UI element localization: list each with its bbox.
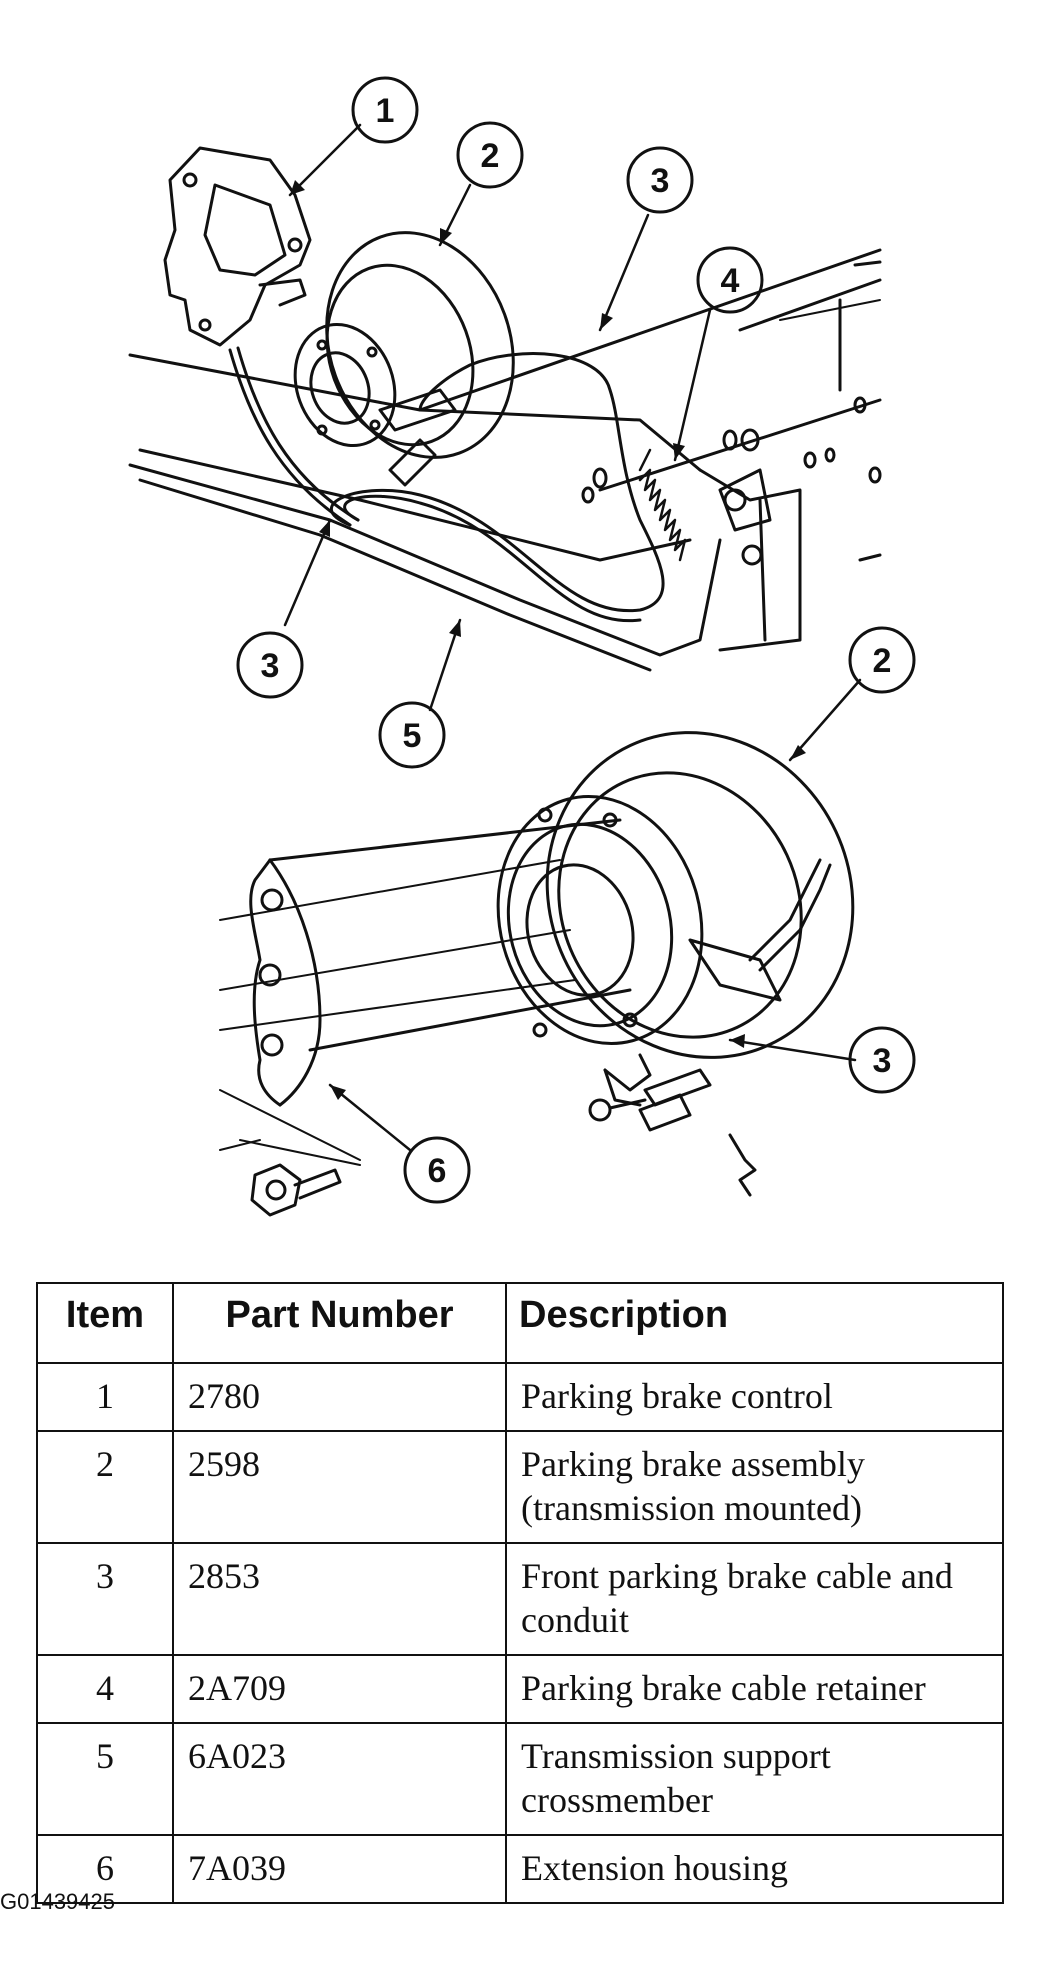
transmission-support-crossmember (128, 248, 882, 672)
table-row: 2 2598 Parking brake assembly (transmiss… (36, 1430, 1004, 1544)
callout-2: 2 (481, 137, 500, 175)
mounting-bolt (250, 1163, 342, 1217)
front-parking-brake-cable (228, 346, 665, 623)
cell-part-number: 2A709 (172, 1654, 507, 1724)
table-row: 4 2A709 Parking brake cable retainer (36, 1654, 1004, 1724)
cell-part-number: 2853 (172, 1542, 507, 1656)
cell-description: Front parking brake cable and conduit (505, 1542, 1004, 1656)
callout-1: 1 (376, 92, 395, 130)
callout-3-lower-right: 3 (873, 1042, 892, 1080)
callout-5: 5 (403, 717, 422, 755)
cell-description: Transmission support crossmember (505, 1722, 1004, 1836)
header-description: Description (505, 1282, 1004, 1364)
callout-3-lower-left: 3 (261, 647, 280, 685)
header-item: Item (36, 1282, 174, 1364)
parts-table: Item Part Number Description 1 2780 Park… (36, 1282, 1004, 1904)
table-row: 3 2853 Front parking brake cable and con… (36, 1542, 1004, 1656)
cell-item: 2 (36, 1430, 174, 1544)
cell-part-number: 7A039 (172, 1834, 507, 1904)
cell-description: Extension housing (505, 1834, 1004, 1904)
cell-part-number: 2780 (172, 1362, 507, 1432)
table-header-row: Item Part Number Description (36, 1282, 1004, 1364)
cell-item: 1 (36, 1362, 174, 1432)
parking-brake-assembly-upper (293, 231, 515, 459)
table-row: 6 7A039 Extension housing (36, 1834, 1004, 1904)
header-part-number: Part Number (172, 1282, 507, 1364)
callout-circles (236, 76, 916, 1204)
cell-part-number: 2598 (172, 1430, 507, 1544)
callout-3: 3 (651, 162, 670, 200)
parking-brake-assembly-lower (496, 731, 855, 1107)
cell-description: Parking brake assembly (transmission mou… (505, 1430, 1004, 1544)
cell-item: 6 (36, 1834, 174, 1904)
parking-brake-cable-retainer (638, 448, 687, 562)
parking-brake-control-bracket (163, 146, 312, 347)
figure-id: G01439425 (0, 1889, 115, 1914)
callout-6: 6 (428, 1152, 447, 1190)
table-row: 5 6A023 Transmission support crossmember (36, 1722, 1004, 1836)
extension-housing (219, 818, 632, 1166)
callout-2-lower: 2 (873, 642, 892, 680)
cell-item: 3 (36, 1542, 174, 1656)
leader-arrows (283, 123, 862, 1152)
cell-description: Parking brake cable retainer (505, 1654, 1004, 1724)
cable-end-fitting (588, 1068, 757, 1197)
parking-brake-diagram: 1 2 3 4 3 5 2 3 6 (128, 76, 916, 1217)
table-row: 1 2780 Parking brake control (36, 1362, 1004, 1432)
callout-4: 4 (721, 262, 740, 300)
cell-description: Parking brake control (505, 1362, 1004, 1432)
cell-item: 4 (36, 1654, 174, 1724)
cell-item: 5 (36, 1722, 174, 1836)
cell-part-number: 6A023 (172, 1722, 507, 1836)
